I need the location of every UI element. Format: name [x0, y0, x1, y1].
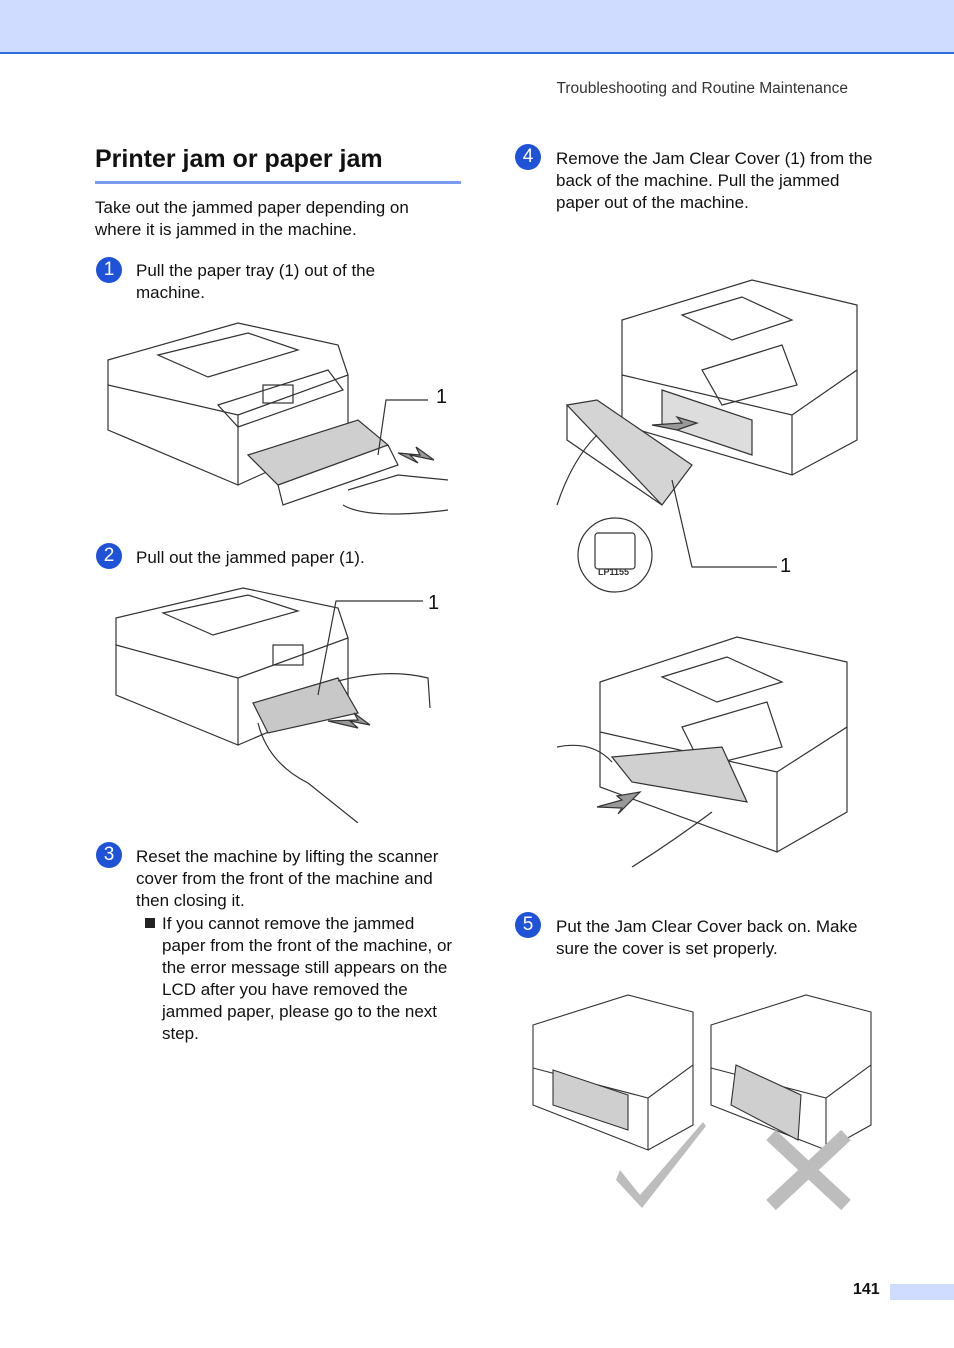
- step-4-number: 4: [515, 144, 541, 170]
- step-1-text: Pull the paper tray (1) out of the machi…: [136, 261, 376, 302]
- running-head: Troubleshooting and Routine Maintenance: [556, 80, 848, 97]
- page-number: 141: [853, 1281, 880, 1298]
- step-2-number: 2: [96, 543, 122, 569]
- title-rule: [95, 181, 461, 184]
- figure-pull-paper-tray: [98, 315, 458, 520]
- lp1155-badge-label: LP1155: [598, 567, 629, 577]
- step-3-sub-bullet: If you cannot remove the jammed paper fr…: [162, 914, 453, 1043]
- intro-text: Take out the jammed paper depending on w…: [95, 198, 409, 239]
- step-5-number: 5: [515, 912, 541, 938]
- figure-cover-incorrect: [706, 990, 886, 1210]
- step-3-number: 3: [96, 842, 122, 868]
- figure-pull-paper-from-back: [552, 632, 852, 877]
- cross-icon: [766, 1129, 851, 1210]
- step-4-text: Remove the Jam Clear Cover (1) from the …: [556, 149, 873, 212]
- step-3-text: Reset the machine by lifting the scanner…: [136, 847, 439, 910]
- figure-pull-jammed-paper: [108, 583, 438, 823]
- figure-cover-correct: [528, 990, 708, 1210]
- step-1-callout: 1: [436, 386, 448, 408]
- page-tab: [890, 1284, 954, 1300]
- step-2-text: Pull out the jammed paper (1).: [136, 548, 365, 567]
- step-2-callout: 1: [428, 592, 440, 614]
- top-color-band: [0, 0, 954, 54]
- check-icon: [616, 1122, 706, 1208]
- step-5-text: Put the Jam Clear Cover back on. Make su…: [556, 917, 858, 958]
- step-4-callout: 1: [780, 555, 792, 577]
- section-title: Printer jam or paper jam: [95, 145, 383, 173]
- bullet-square: [145, 918, 155, 928]
- figure-remove-jam-cover: LP1155: [552, 275, 862, 595]
- step-1-number: 1: [96, 257, 122, 283]
